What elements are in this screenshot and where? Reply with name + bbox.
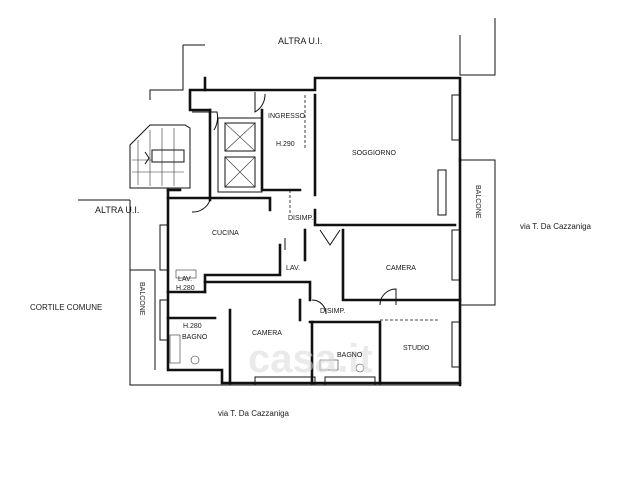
label-via-right: via T. Da Cazzaniga [520,222,592,231]
doors [191,92,397,315]
label-cortile-comune: CORTILE COMUNE [30,303,102,312]
label-lav-right: LAV. [286,265,300,272]
elevator-shafts [217,117,263,193]
label-disimp-bottom: DISIMP. [320,308,345,315]
label-camera-bottom: CAMERA [252,330,282,337]
label-ingresso: INGRESSO [268,113,306,120]
label-via-bottom: via T. Da Cazzaniga [218,409,290,418]
label-bagno-bottom: BAGNO [337,352,363,359]
label-soggiorno: SOGGIORNO [352,150,397,157]
label-bagno-left: BAGNO [182,334,208,341]
label-altra-ui-left: ALTRA U.I. [95,205,139,215]
label-altra-ui-top: ALTRA U.I. [278,36,322,46]
labels: ALTRA U.I. ALTRA U.I. INGRESSO H.290 SOG… [30,36,592,418]
label-balcone-right: BALCONE [474,185,481,219]
label-lav-left: LAV. [178,276,192,283]
context-lines [78,18,496,386]
label-balcone-left: BALCONE [138,282,145,316]
interior-walls [166,93,462,385]
balconies [130,159,496,370]
stair-block [129,124,191,189]
watermark: casa.it [248,337,373,381]
fixtures [169,269,365,373]
label-h280-bagno: H.280 [183,323,202,330]
label-studio: STUDIO [403,345,430,352]
label-cucina: CUCINA [212,230,239,237]
label-h290: H.290 [276,141,295,148]
label-camera-right: CAMERA [386,265,416,272]
dashed-elements [289,95,440,321]
label-h280-lav: H.280 [176,285,195,292]
windows [159,94,461,386]
label-disimp-top: DISIMP. [288,215,313,222]
